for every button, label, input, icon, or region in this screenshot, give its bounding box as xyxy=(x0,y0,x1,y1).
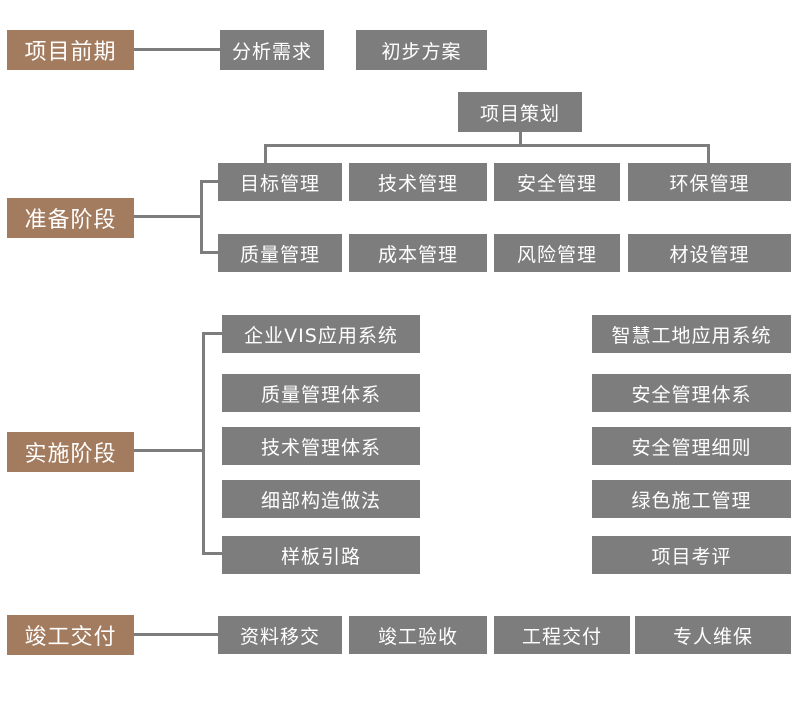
connector-final xyxy=(134,633,218,636)
connector-pre xyxy=(134,48,220,51)
impl-left-3: 细部构造做法 xyxy=(222,480,420,518)
prep-planning: 项目策划 xyxy=(458,92,582,132)
prep-row2-1: 成本管理 xyxy=(349,234,487,272)
impl-left-0: 企业VIS应用系统 xyxy=(222,315,420,353)
prep-row1-0: 目标管理 xyxy=(218,163,342,201)
prep-row2-0: 质量管理 xyxy=(218,234,342,272)
pre-item-0: 分析需求 xyxy=(220,30,324,70)
connector-planning-drop-right xyxy=(707,144,710,163)
impl-left-2: 技术管理体系 xyxy=(222,427,420,465)
connector-impl-horizontal xyxy=(134,449,204,452)
connector-planning-drop-left xyxy=(264,144,267,163)
prep-row2-3: 材设管理 xyxy=(628,234,791,272)
stage-final-title: 竣工交付 xyxy=(7,615,134,655)
final-item-0: 资料移交 xyxy=(218,616,342,654)
prep-row1-3: 环保管理 xyxy=(628,163,791,201)
connector-prep-top xyxy=(200,180,218,183)
stage-prep-title: 准备阶段 xyxy=(7,198,134,238)
connector-prep-vertical xyxy=(200,180,203,254)
impl-right-4: 项目考评 xyxy=(592,536,791,574)
stage-pre-title: 项目前期 xyxy=(7,30,134,70)
stage-impl-title: 实施阶段 xyxy=(7,432,134,472)
connector-planning-bar xyxy=(264,144,710,147)
prep-row2-2: 风险管理 xyxy=(494,234,620,272)
final-item-2: 工程交付 xyxy=(494,616,630,654)
connector-prep-horizontal xyxy=(134,215,202,218)
connector-impl-vertical xyxy=(202,332,205,555)
impl-right-2: 安全管理细则 xyxy=(592,427,791,465)
connector-planning-stem xyxy=(519,132,522,145)
connector-impl-top xyxy=(202,332,222,335)
final-item-3: 专人维保 xyxy=(635,616,791,654)
connector-prep-bottom xyxy=(200,251,218,254)
prep-row1-2: 安全管理 xyxy=(494,163,620,201)
impl-right-0: 智慧工地应用系统 xyxy=(592,315,791,353)
impl-right-1: 安全管理体系 xyxy=(592,374,791,412)
final-item-1: 竣工验收 xyxy=(349,616,487,654)
impl-right-3: 绿色施工管理 xyxy=(592,480,791,518)
pre-item-1: 初步方案 xyxy=(356,30,487,70)
connector-impl-bottom xyxy=(202,552,222,555)
impl-left-1: 质量管理体系 xyxy=(222,374,420,412)
impl-left-4: 样板引路 xyxy=(222,536,420,574)
prep-row1-1: 技术管理 xyxy=(349,163,487,201)
